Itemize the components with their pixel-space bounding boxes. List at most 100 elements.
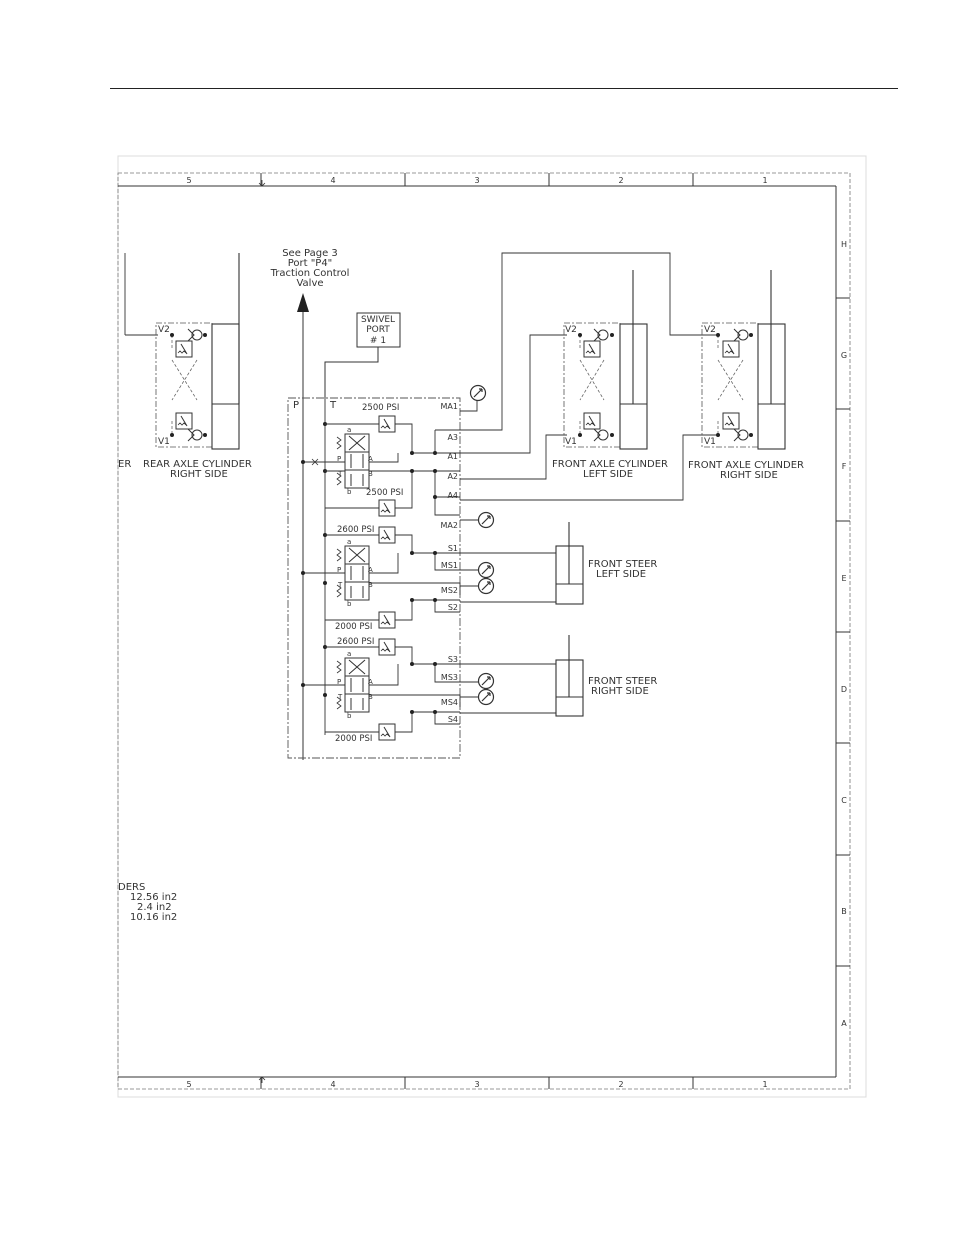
gauge-ma1 [469, 384, 487, 402]
svg-text:Traction Control: Traction Control [270, 268, 350, 279]
row-label: B [841, 907, 847, 916]
svg-text:FRONT STEER: FRONT STEER [588, 559, 657, 570]
col-label-top: 3 [474, 176, 479, 185]
row-label: A [841, 1019, 847, 1028]
front-axle-cylinder-left: V2 V1 FRONT AXLE CYLINDER LEFT SIDE [552, 270, 668, 480]
col-label-bottom: 4 [330, 1080, 335, 1089]
svg-text:A3: A3 [447, 433, 458, 442]
svg-text:MS3: MS3 [441, 673, 458, 682]
svg-text:See Page 3: See Page 3 [282, 248, 338, 259]
svg-text:RIGHT SIDE: RIGHT SIDE [720, 470, 778, 481]
pressure-arrow-head [297, 293, 309, 312]
svg-text:MA1: MA1 [441, 402, 458, 411]
svg-text:FRONT STEER: FRONT STEER [588, 676, 657, 687]
sheet-outline [117, 155, 867, 1098]
svg-text:A: A [368, 566, 373, 574]
svg-text:S2: S2 [448, 603, 458, 612]
svg-text:B: B [368, 470, 373, 478]
svg-text:B: B [368, 693, 373, 701]
svg-text:MA2: MA2 [441, 521, 458, 530]
svg-text:P: P [337, 678, 341, 686]
svg-text:Port "P4": Port "P4" [288, 258, 333, 269]
svg-text:V2: V2 [158, 325, 170, 335]
svg-text:P: P [337, 455, 341, 463]
svg-text:RIGHT SIDE: RIGHT SIDE [591, 686, 649, 697]
row-label: F [842, 462, 847, 471]
svg-text:RIGHT SIDE: RIGHT SIDE [170, 469, 228, 480]
left-edge-fragment: ER [118, 459, 131, 470]
see-page-note: See Page 3 Port "P4" Traction Control Va… [270, 248, 350, 289]
svg-text:a: a [347, 538, 351, 546]
svg-text:A4: A4 [447, 491, 458, 500]
svg-text:T: T [337, 470, 343, 478]
svg-text:2600 PSI: 2600 PSI [337, 525, 374, 535]
svg-text:P: P [337, 566, 341, 574]
svg-text:MS4: MS4 [441, 698, 458, 707]
rear-axle-cylinder-right: V2 V1 REAR AXLE CYLINDER RIGHT SIDE [124, 253, 252, 480]
svg-text:V1: V1 [158, 437, 170, 447]
col-label-top: 2 [618, 176, 623, 185]
svg-text:S4: S4 [448, 715, 458, 724]
svg-text:2000 PSI: 2000 PSI [335, 734, 372, 744]
svg-text:SWIVEL: SWIVEL [361, 315, 395, 325]
col-label-top: 5 [186, 176, 191, 185]
gauge-ms2 [477, 577, 495, 595]
manifold-block [287, 397, 461, 759]
svg-text:REAR AXLE CYLINDER: REAR AXLE CYLINDER [143, 459, 252, 470]
col-label-bottom: 3 [474, 1080, 479, 1089]
svg-text:A: A [368, 678, 373, 686]
svg-text:2.4 in2: 2.4 in2 [137, 902, 172, 913]
row-label: G [841, 351, 847, 360]
svg-text:A2: A2 [447, 472, 458, 481]
svg-text:MS2: MS2 [441, 586, 458, 595]
col-label-bottom: 1 [762, 1080, 767, 1089]
svg-text:a: a [347, 426, 351, 434]
svg-text:12.56 in2: 12.56 in2 [130, 892, 177, 903]
svg-text:MS1: MS1 [441, 561, 458, 570]
gauge-ms4 [477, 688, 495, 706]
svg-text:LEFT SIDE: LEFT SIDE [583, 469, 633, 480]
steer-cylinder-right: FRONT STEER RIGHT SIDE [555, 635, 657, 717]
row-label: C [841, 796, 847, 805]
relief-labels: 2500 PSI 2500 PSI 2600 PSI 2000 PSI 2600… [335, 403, 403, 744]
front-axle-cylinder-right: V2 V1 FRONT AXLE CYLINDER RIGHT SIDE [688, 270, 804, 481]
svg-text:A: A [368, 455, 373, 463]
col-label-bottom: 2 [618, 1080, 623, 1089]
header-rule [110, 88, 898, 89]
svg-text:b: b [347, 488, 352, 496]
svg-text:b: b [347, 712, 352, 720]
svg-text:10.16 in2: 10.16 in2 [130, 912, 177, 923]
svg-text:LEFT SIDE: LEFT SIDE [596, 569, 646, 580]
svg-text:2500 PSI: 2500 PSI [362, 403, 399, 413]
svg-text:B: B [368, 581, 373, 589]
svg-text:2600 PSI: 2600 PSI [337, 637, 374, 647]
row-label: D [841, 685, 847, 694]
svg-text:V2: V2 [565, 325, 577, 335]
svg-text:A1: A1 [447, 452, 458, 461]
svg-text:b: b [347, 600, 352, 608]
steer-cylinder-left: FRONT STEER LEFT SIDE [555, 522, 657, 605]
svg-text:2000 PSI: 2000 PSI [335, 622, 372, 632]
gauge-ma2 [477, 511, 495, 529]
col-label-top: 1 [762, 176, 767, 185]
cylinder-area-notes: DERS 12.56 in2 2.4 in2 10.16 in2 [118, 882, 177, 923]
svg-text:T: T [337, 693, 343, 701]
swivel-port-label: SWIVEL PORT # 1 [361, 315, 395, 346]
svg-text:FRONT AXLE CYLINDER: FRONT AXLE CYLINDER [552, 459, 668, 470]
col-label-top: 4 [330, 176, 335, 185]
frame-dashed [117, 172, 851, 1090]
row-label: E [841, 574, 846, 583]
svg-text:T: T [337, 581, 343, 589]
svg-text:FRONT AXLE CYLINDER: FRONT AXLE CYLINDER [688, 460, 804, 471]
svg-text:V1: V1 [704, 437, 716, 447]
valve-port-labels: P A T B P A T B P A T B a b a b a b [337, 426, 373, 720]
column-dividers [260, 173, 694, 1089]
svg-text:S1: S1 [448, 544, 458, 553]
svg-text:V2: V2 [704, 325, 716, 335]
manifold-t: T [329, 400, 337, 411]
manifold-p: P [293, 400, 299, 411]
svg-text:a: a [347, 650, 351, 658]
row-label: H [841, 240, 847, 249]
svg-text:V1: V1 [565, 437, 577, 447]
